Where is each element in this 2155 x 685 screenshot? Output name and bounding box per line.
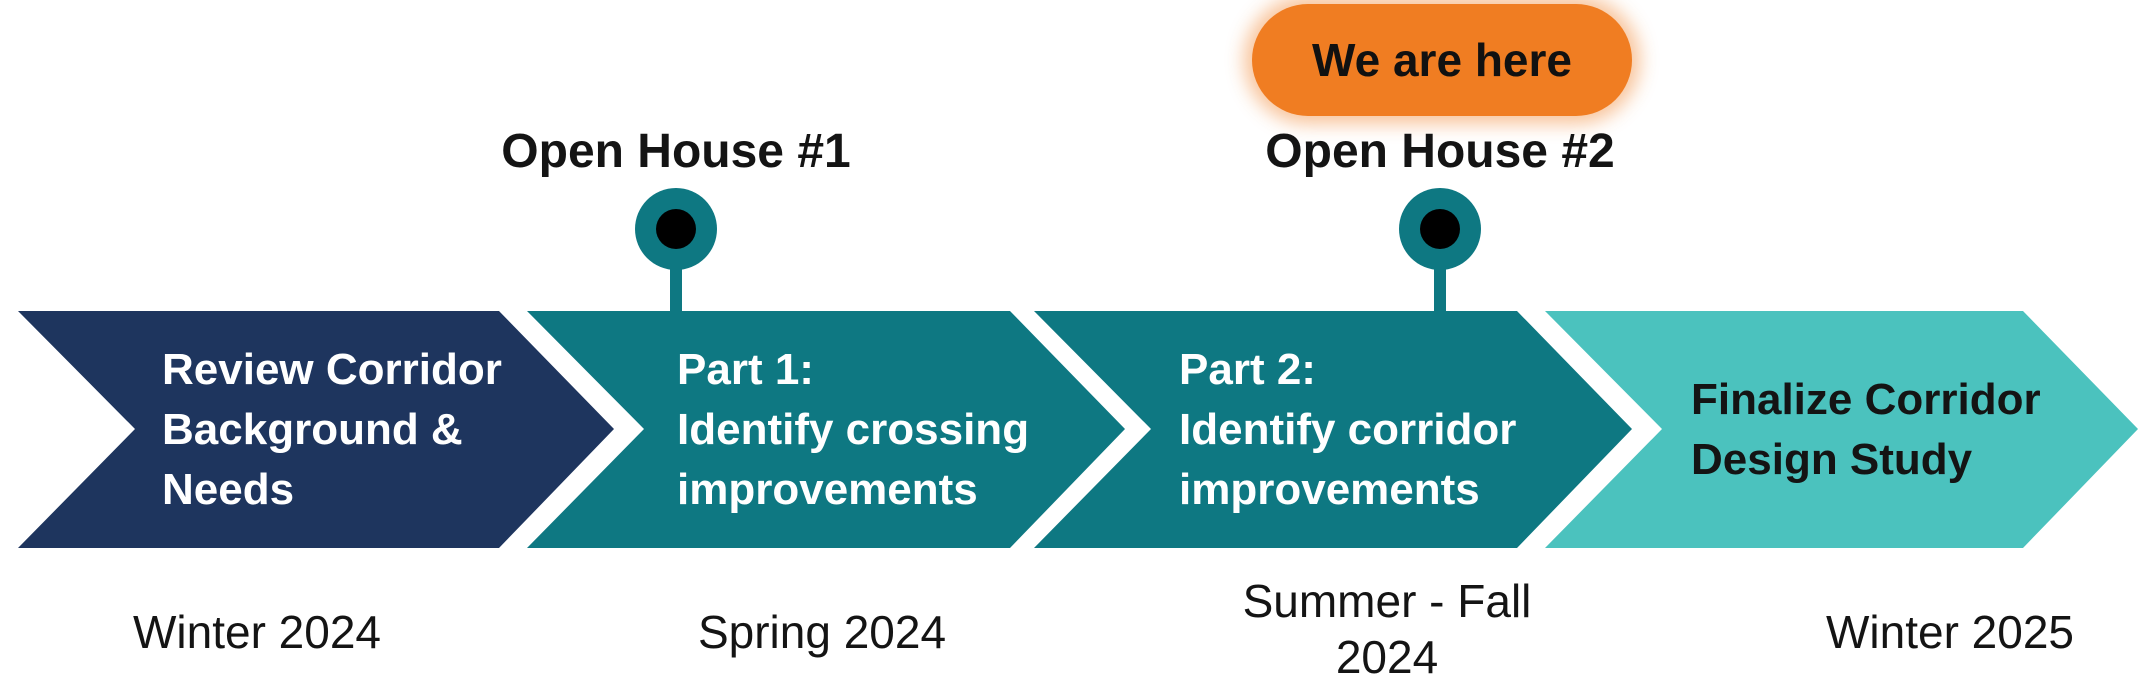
phase-label-line: Needs [162, 464, 295, 514]
date-line: Winter 2024 [132, 606, 382, 658]
phase-label-line: Identify crossing [677, 404, 1030, 454]
phase-date-winter-2024: Winter 2024 [133, 604, 381, 660]
pin-ring-icon [635, 188, 717, 270]
phase-label: Review Corridor Background & Needs [162, 311, 502, 548]
pin-stem [1434, 266, 1446, 312]
date-line: Spring 2024 [697, 606, 947, 658]
pin-dot-icon [656, 209, 696, 249]
phase-review-corridor-chevron: Review Corridor Background & Needs [18, 311, 614, 548]
phase-label-line: Part 1: [677, 344, 814, 394]
pin-ring-icon [1399, 188, 1481, 270]
phase-label: Part 1: Identify crossing improvements [677, 311, 1029, 548]
phase-label-line: Background & [162, 404, 463, 454]
milestone-pin-1 [635, 188, 717, 312]
date-line: Winter 2025 [1825, 606, 2075, 658]
phase-label-line: Part 2: [1179, 344, 1316, 394]
milestone-open-house-1-title: Open House #1 [501, 125, 851, 178]
phase-label: Part 2: Identify corridor improvements [1179, 311, 1516, 548]
phase-finalize-chevron: Finalize Corridor Design Study [1545, 311, 2138, 548]
phase-label-line: improvements [1179, 464, 1480, 514]
phase-part-1-chevron: Part 1: Identify crossing improvements [527, 311, 1125, 548]
phase-label: Finalize Corridor Design Study [1691, 311, 2041, 548]
phase-date-spring-2024: Spring 2024 [698, 604, 946, 660]
phase-label-line: Design Study [1691, 434, 1973, 484]
phase-label-line: improvements [677, 464, 978, 514]
phase-date-winter-2025: Winter 2025 [1826, 604, 2074, 660]
phase-label-line: Finalize Corridor [1691, 374, 2041, 424]
we-are-here-badge: We are here [1252, 4, 1632, 116]
milestone-open-house-2-title: Open House #2 [1265, 125, 1615, 178]
date-line: 2024 [1335, 631, 1439, 683]
pin-dot-icon [1420, 209, 1460, 249]
date-line: Summer - Fall [1242, 575, 1532, 627]
milestone-pin-2 [1399, 188, 1481, 312]
phase-label-line: Identify corridor [1179, 404, 1517, 454]
phase-label-line: Review Corridor [162, 344, 502, 394]
pin-stem [670, 266, 682, 312]
phase-date-summer-fall-2024: Summer - Fall 2024 [1243, 573, 1532, 685]
